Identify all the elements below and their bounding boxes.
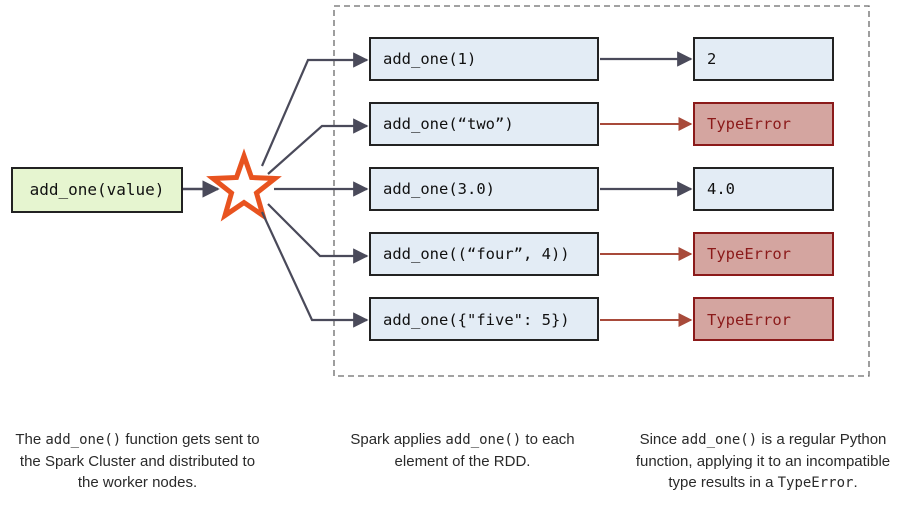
call-box-4: add_one((“four”, 4)) (369, 232, 599, 276)
caption-right-pre: Since (639, 431, 682, 448)
fan-arrow-2 (267, 118, 369, 175)
call-box-5: add_one({"five": 5}) (369, 297, 599, 341)
caption-middle-code: add_one() (445, 432, 522, 448)
result-label-1: 2 (707, 50, 716, 68)
caption-right-code2: TypeError (777, 475, 854, 491)
result-label-5: TypeError (707, 311, 791, 329)
call-label-5: add_one({"five": 5}) (383, 311, 570, 329)
caption-middle: Spark applies add_one() to each element … (340, 429, 585, 472)
result-label-4: TypeError (707, 245, 791, 263)
result-box-5: TypeError (693, 297, 834, 341)
caption-right-code: add_one() (681, 432, 758, 448)
result-box-4: TypeError (693, 232, 834, 276)
caption-right-post: . (853, 474, 858, 491)
result-box-3: 4.0 (693, 167, 834, 211)
fan-arrow-5 (261, 211, 369, 328)
fan-arrow-1 (260, 52, 369, 167)
call-label-4: add_one((“four”, 4)) (383, 245, 570, 263)
caption-right: Since add_one() is a regular Python func… (628, 429, 898, 494)
cluster-region (333, 5, 870, 377)
caption-middle-pre: Spark applies (350, 431, 446, 448)
caption-right-mid: is a regular Python function, applying i… (635, 431, 891, 491)
input-function-box: add_one(value) (11, 167, 183, 213)
caption-middle-post: to each element of the RDD. (394, 431, 575, 470)
result-label-2: TypeError (707, 115, 791, 133)
result-box-2: TypeError (693, 102, 834, 146)
input-function-label: add_one(value) (30, 180, 165, 199)
call-label-2: add_one(“two”) (383, 115, 514, 133)
call-label-1: add_one(1) (383, 50, 476, 68)
call-box-2: add_one(“two”) (369, 102, 599, 146)
caption-left-pre: The (15, 431, 46, 448)
call-box-1: add_one(1) (369, 37, 599, 81)
result-label-3: 4.0 (707, 180, 735, 198)
fan-out-arrows (260, 52, 369, 328)
result-box-1: 2 (693, 37, 834, 81)
call-box-3: add_one(3.0) (369, 167, 599, 211)
caption-left: The add_one() function gets sent to the … (10, 429, 265, 493)
call-label-3: add_one(3.0) (383, 180, 495, 198)
caption-left-code: add_one() (45, 432, 122, 448)
fan-arrow-4 (267, 203, 369, 264)
distribute-star-icon (206, 148, 282, 222)
caption-left-post: function gets sent to the Spark Cluster … (19, 431, 260, 491)
